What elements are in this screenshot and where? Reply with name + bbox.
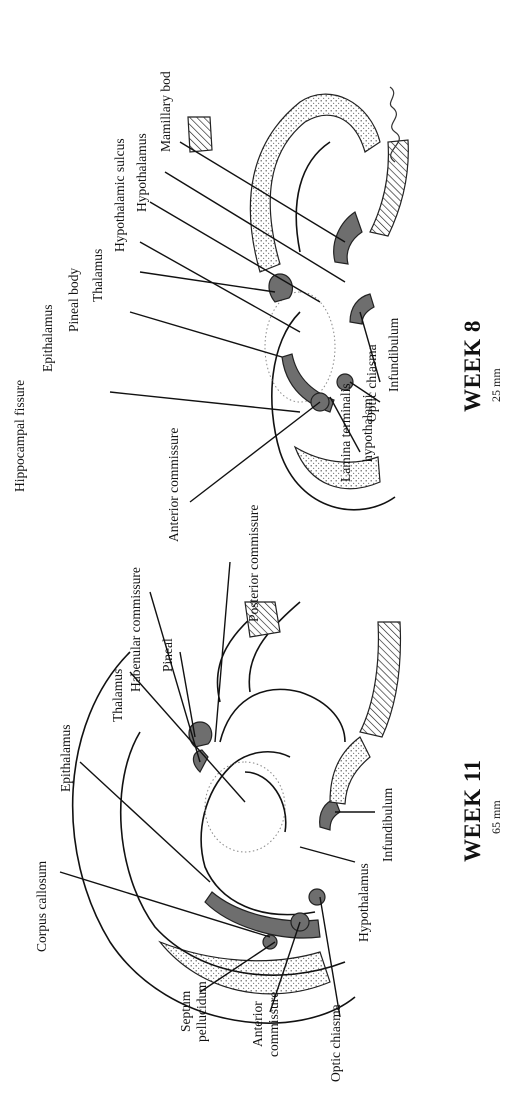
label-optic-chiasma-11: Optic chiasma [328,1004,343,1082]
label-pineal-11: Pineal [160,638,175,672]
week8-labels: Hippocampal fissure Epithalamus Pineal b… [12,71,503,542]
label-mamillary: Mamillary bod [158,71,173,152]
label-lamina-terminalis: Lamina terminalis [338,383,353,482]
week11-habenula [193,750,208,772]
label-commissure: commissure [266,992,281,1057]
leader-hypothalamic-sulcus [150,202,320,302]
week11-cortex [160,942,330,994]
rotated-figure: Hippocampal fissure Epithalamus Pineal b… [12,71,503,1082]
label-epithalamus-8: Epithalamus [40,305,55,373]
label-infundibulum-8: Infundibulum [386,317,401,392]
week8-title: WEEK 8 [460,320,485,412]
leader-lines [60,142,380,1017]
label-infundibulum-11: Infundibulum [380,787,395,862]
label-habenular-commissure: Habenular commissure [128,567,143,692]
week11-brainstem [220,689,345,742]
label-thalamus-8: Thalamus [90,249,105,302]
label-pellucidum: pellucidum [194,981,209,1042]
week11-diencephalon [201,752,315,915]
label-epithalamus-11: Epithalamus [58,725,73,793]
label-posterior-commissure: Posterior commissure [246,505,261,622]
label-corpus-callosum: Corpus callosum [34,860,49,952]
week8-brainstem-inner [296,142,330,252]
label-anterior-commissure-8: Anterior commissure [166,428,181,542]
leader-posterior-commissure [215,562,230,742]
leader-optic-chiasma-11 [320,897,340,1017]
week11-size: 65 mm [489,800,503,834]
week8-medulla [370,140,408,236]
week11-infundibulum [320,799,340,830]
leader-hypothalamus-11 [300,847,355,862]
week11-labels: Posterior commissure Habenular commissur… [34,505,503,1082]
label-hippocampal-fissure: Hippocampal fissure [12,380,27,492]
leader-pineal-11 [180,652,195,737]
label-hypothalami: hypothalami [360,394,375,462]
week8-brainstem [250,94,380,272]
week11-thalamus-curve [245,772,286,832]
leader-epithalamus-8 [130,312,282,357]
label-hypothalamic-sulcus: Hypothalamic sulcus [112,138,127,252]
leader-pineal-body [140,272,275,292]
leader-habenular-commissure [150,592,200,762]
leader-epithalamus-11 [80,762,210,882]
week11-title: WEEK 11 [460,759,485,862]
week11-inner-contour [121,732,345,975]
week8-size: 25 mm [489,368,503,402]
week8-spinal-hatch [188,117,212,152]
label-pineal-body: Pineal body [66,268,81,332]
week11-pons [330,737,370,804]
label-hypothalamus-11: Hypothalamus [356,863,371,942]
label-septum: Septum [178,990,193,1032]
week8-drawing [188,94,408,510]
week11-optic-chiasma-node [309,889,325,905]
label-thalamus-11: Thalamus [110,669,125,722]
week11-thalamus-body [205,762,285,852]
week11-medulla [360,622,400,737]
label-hypothalamus-8: Hypothalamus [134,133,149,212]
label-anterior: Anterior [250,1001,265,1047]
